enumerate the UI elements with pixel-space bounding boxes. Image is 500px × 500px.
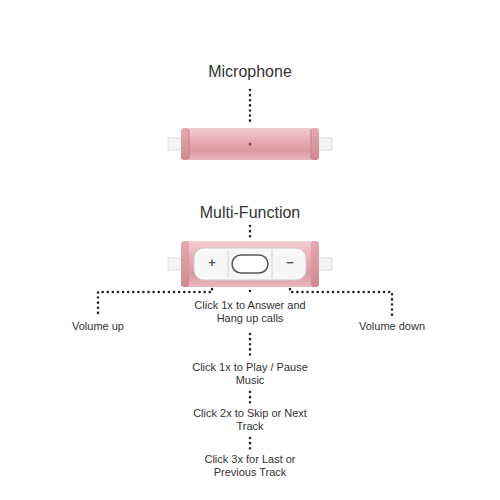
microphone-housing: [168, 128, 332, 160]
part-name: Microphone: [170, 62, 330, 81]
callout-label: Click 3x for Last or Previous Track: [185, 453, 315, 479]
callout-label: Volume up: [43, 320, 153, 333]
callout-label: Click 1x to Play / Pause Music: [185, 361, 315, 387]
button-symbol: +: [205, 256, 219, 269]
callout-label: Volume down: [337, 320, 447, 333]
leader-lines: [98, 90, 392, 450]
remote-housing: [168, 241, 332, 287]
callout-label: Click 1x to Answer and Hang up calls: [185, 299, 315, 325]
button-symbol: −: [283, 256, 297, 269]
part-name: Multi-Function: [170, 203, 330, 222]
callout-label: Click 2x to Skip or Next Track: [185, 407, 315, 433]
